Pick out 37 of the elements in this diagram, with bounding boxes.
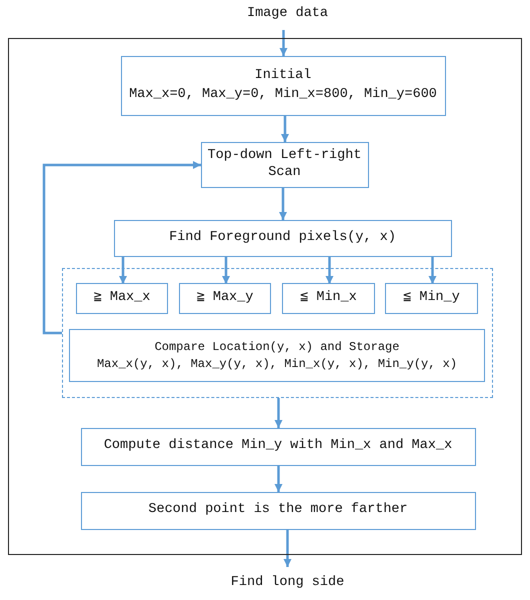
group-box bbox=[62, 268, 492, 398]
box-title: Initial bbox=[254, 68, 312, 84]
arrow bbox=[284, 530, 292, 567]
box-title: ≧ Max_x bbox=[94, 290, 150, 307]
process-box bbox=[76, 283, 168, 314]
box-title: Top-down Left-right Scan bbox=[206, 148, 362, 182]
process-box bbox=[179, 283, 271, 314]
process-box bbox=[69, 329, 485, 382]
process-frame bbox=[8, 38, 522, 555]
arrow bbox=[428, 257, 436, 284]
box-title: Compute distance Min_y with Min_x and Max_x bbox=[104, 438, 452, 455]
arrow bbox=[281, 116, 289, 142]
box-title: Second point is the more farther bbox=[148, 502, 408, 519]
arrow bbox=[279, 188, 287, 220]
process-box bbox=[385, 283, 478, 314]
process-box bbox=[80, 492, 476, 530]
process-box bbox=[114, 220, 452, 256]
arrow bbox=[280, 30, 288, 56]
arrow bbox=[119, 257, 127, 284]
arrow bbox=[274, 466, 282, 492]
box-text: Max_x(y, x), Max_y(y, x), Min_x(y, x), Min_y(y, x) bbox=[96, 356, 458, 372]
process-box bbox=[80, 428, 476, 466]
box-title: ≧ Max_y bbox=[196, 290, 254, 307]
box-title: Find long side bbox=[230, 574, 344, 592]
process-box bbox=[120, 56, 446, 116]
arrow bbox=[222, 257, 230, 284]
box-title: Find Foreground pixels(y, x) bbox=[169, 230, 396, 246]
box-title: Image data bbox=[246, 6, 328, 22]
box-title: ≦ Min_y bbox=[403, 290, 460, 307]
box-title: ≦ Min_x bbox=[300, 290, 357, 307]
box-text: Max_x=0, Max_y=0, Min_x=800, Min_y=600 bbox=[129, 86, 437, 104]
arrow bbox=[42, 161, 201, 334]
process-box bbox=[200, 142, 368, 188]
process-box bbox=[282, 283, 375, 314]
box-title: Compare Location(y, x) and Storage bbox=[154, 340, 400, 354]
arrow bbox=[326, 257, 334, 284]
arrow bbox=[274, 398, 282, 428]
